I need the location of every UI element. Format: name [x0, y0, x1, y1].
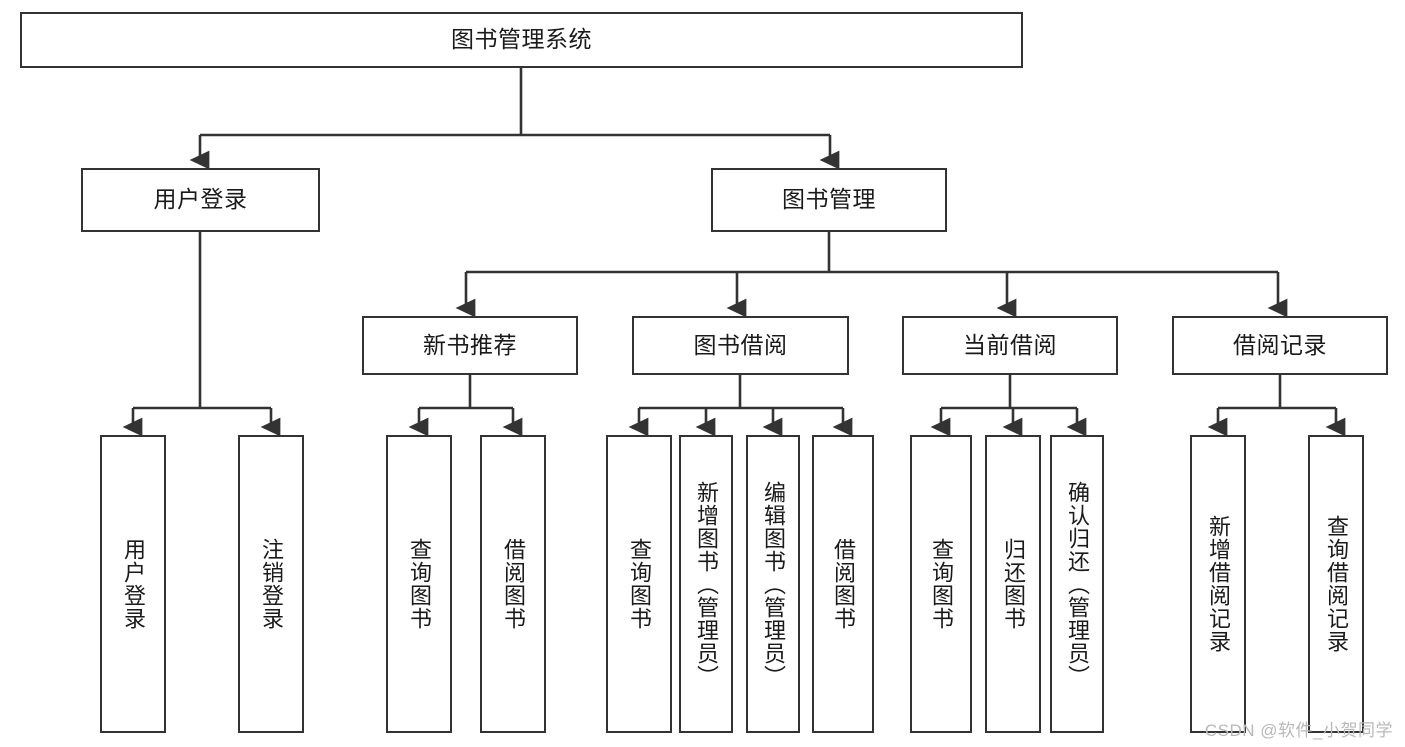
watermark: CSDN @软件_小贺同学: [1204, 721, 1393, 740]
node-label: 编辑图书（管理员）: [760, 480, 786, 688]
node-new-book-recommend[interactable]: 新书推荐: [362, 316, 578, 375]
node-label: 注销登录: [258, 538, 284, 630]
leaf-add-book-admin[interactable]: 新增图书（管理员）: [679, 435, 733, 733]
node-book-borrow[interactable]: 图书借阅: [632, 316, 849, 375]
node-label: 图书管理系统: [451, 26, 592, 53]
node-root[interactable]: 图书管理系统: [20, 12, 1023, 68]
leaf-borrow-book-recommend[interactable]: 借阅图书: [480, 435, 546, 733]
node-label: 查询图书: [626, 538, 652, 630]
node-label: 用户登录: [153, 186, 248, 213]
node-book-management[interactable]: 图书管理: [711, 168, 947, 232]
node-label: 新增图书（管理员）: [693, 480, 719, 688]
leaf-return-book[interactable]: 归还图书: [985, 435, 1041, 733]
node-label: 借阅图书: [830, 538, 856, 630]
node-label: 新增借阅记录: [1205, 515, 1231, 653]
node-label: 用户登录: [120, 538, 146, 630]
node-label: 查询借阅记录: [1323, 515, 1349, 653]
node-label: 借阅记录: [1233, 331, 1327, 358]
node-label: 新书推荐: [423, 331, 517, 358]
leaf-query-book-current[interactable]: 查询图书: [910, 435, 972, 733]
node-label: 查询图书: [406, 538, 432, 630]
leaf-query-borrow-record[interactable]: 查询借阅记录: [1308, 435, 1364, 733]
node-label: 确认归还（管理员）: [1064, 480, 1090, 688]
node-borrow-records[interactable]: 借阅记录: [1172, 316, 1388, 375]
node-current-borrow[interactable]: 当前借阅: [902, 316, 1118, 375]
leaf-query-book-borrow[interactable]: 查询图书: [606, 435, 672, 733]
node-label: 图书管理: [782, 186, 876, 213]
node-label: 图书借阅: [693, 331, 788, 358]
leaf-logout[interactable]: 注销登录: [238, 435, 304, 733]
leaf-user-login[interactable]: 用户登录: [100, 435, 166, 733]
leaf-borrow-book[interactable]: 借阅图书: [812, 435, 874, 733]
leaf-query-book-recommend[interactable]: 查询图书: [386, 435, 452, 733]
node-label: 当前借阅: [963, 331, 1057, 358]
leaf-add-borrow-record[interactable]: 新增借阅记录: [1190, 435, 1246, 733]
node-label: 查询图书: [928, 538, 954, 630]
node-label: 归还图书: [1000, 538, 1026, 630]
node-user-login[interactable]: 用户登录: [81, 168, 320, 232]
node-label: 借阅图书: [500, 538, 526, 630]
leaf-edit-book-admin[interactable]: 编辑图书（管理员）: [746, 435, 800, 733]
leaf-confirm-return-admin[interactable]: 确认归还（管理员）: [1050, 435, 1104, 733]
